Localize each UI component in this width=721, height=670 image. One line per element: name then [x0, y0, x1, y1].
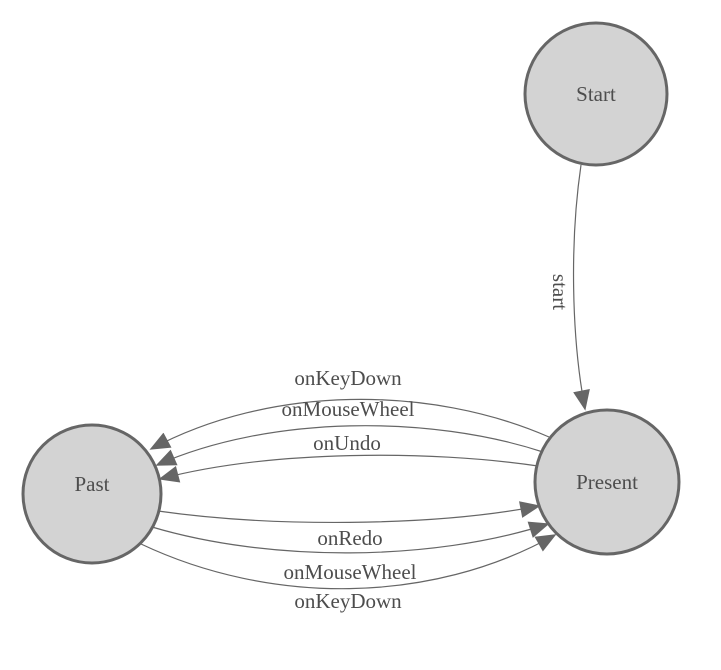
transition-label-start: start — [548, 274, 572, 310]
transition-present-to-past-onmousewheel — [155, 425, 544, 466]
state-label-present: Present — [576, 470, 638, 494]
state-label-past: Past — [74, 472, 109, 496]
transition-present-to-past-onundo — [158, 454, 539, 483]
transition-label-onkeydown-bottom: onKeyDown — [294, 589, 402, 613]
transition-past-to-present-onredo — [157, 501, 541, 524]
transition-start-to-present — [572, 164, 590, 411]
state-label-start: Start — [576, 82, 616, 106]
state-node-present — [533, 408, 681, 556]
state-node-past — [21, 423, 163, 565]
transition-label-onmousewheel-top: onMouseWheel — [282, 397, 415, 421]
transition-label-onmousewheel-bottom: onMouseWheel — [284, 560, 417, 584]
transition-past-to-present-onmousewheel — [151, 521, 550, 554]
transition-past-to-present-onkeydown — [140, 534, 557, 590]
transition-label-onundo: onUndo — [313, 431, 381, 455]
transition-label-onredo: onRedo — [317, 526, 382, 550]
transition-present-to-past-onkeydown — [149, 398, 550, 450]
transition-label-onkeydown-top: onKeyDown — [294, 366, 402, 390]
state-node-start — [523, 21, 669, 167]
